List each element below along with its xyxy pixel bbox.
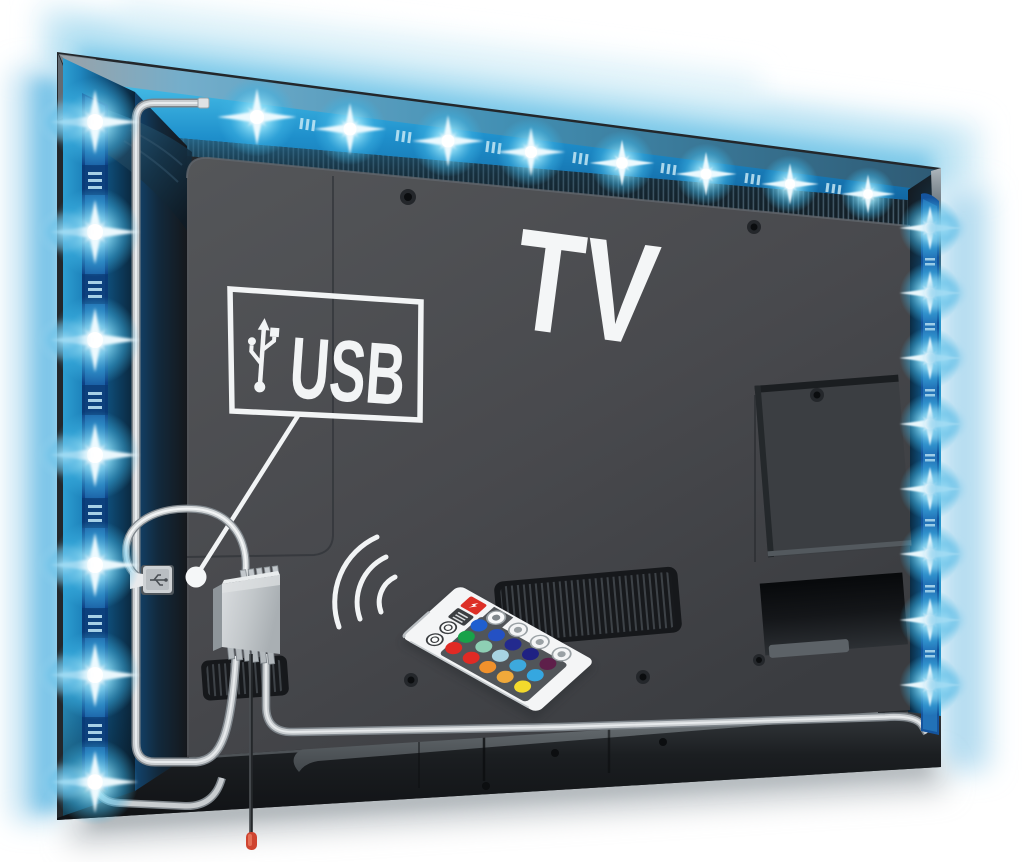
svg-text:USB: USB — [287, 319, 409, 424]
svg-text:TV: TV — [505, 199, 666, 376]
